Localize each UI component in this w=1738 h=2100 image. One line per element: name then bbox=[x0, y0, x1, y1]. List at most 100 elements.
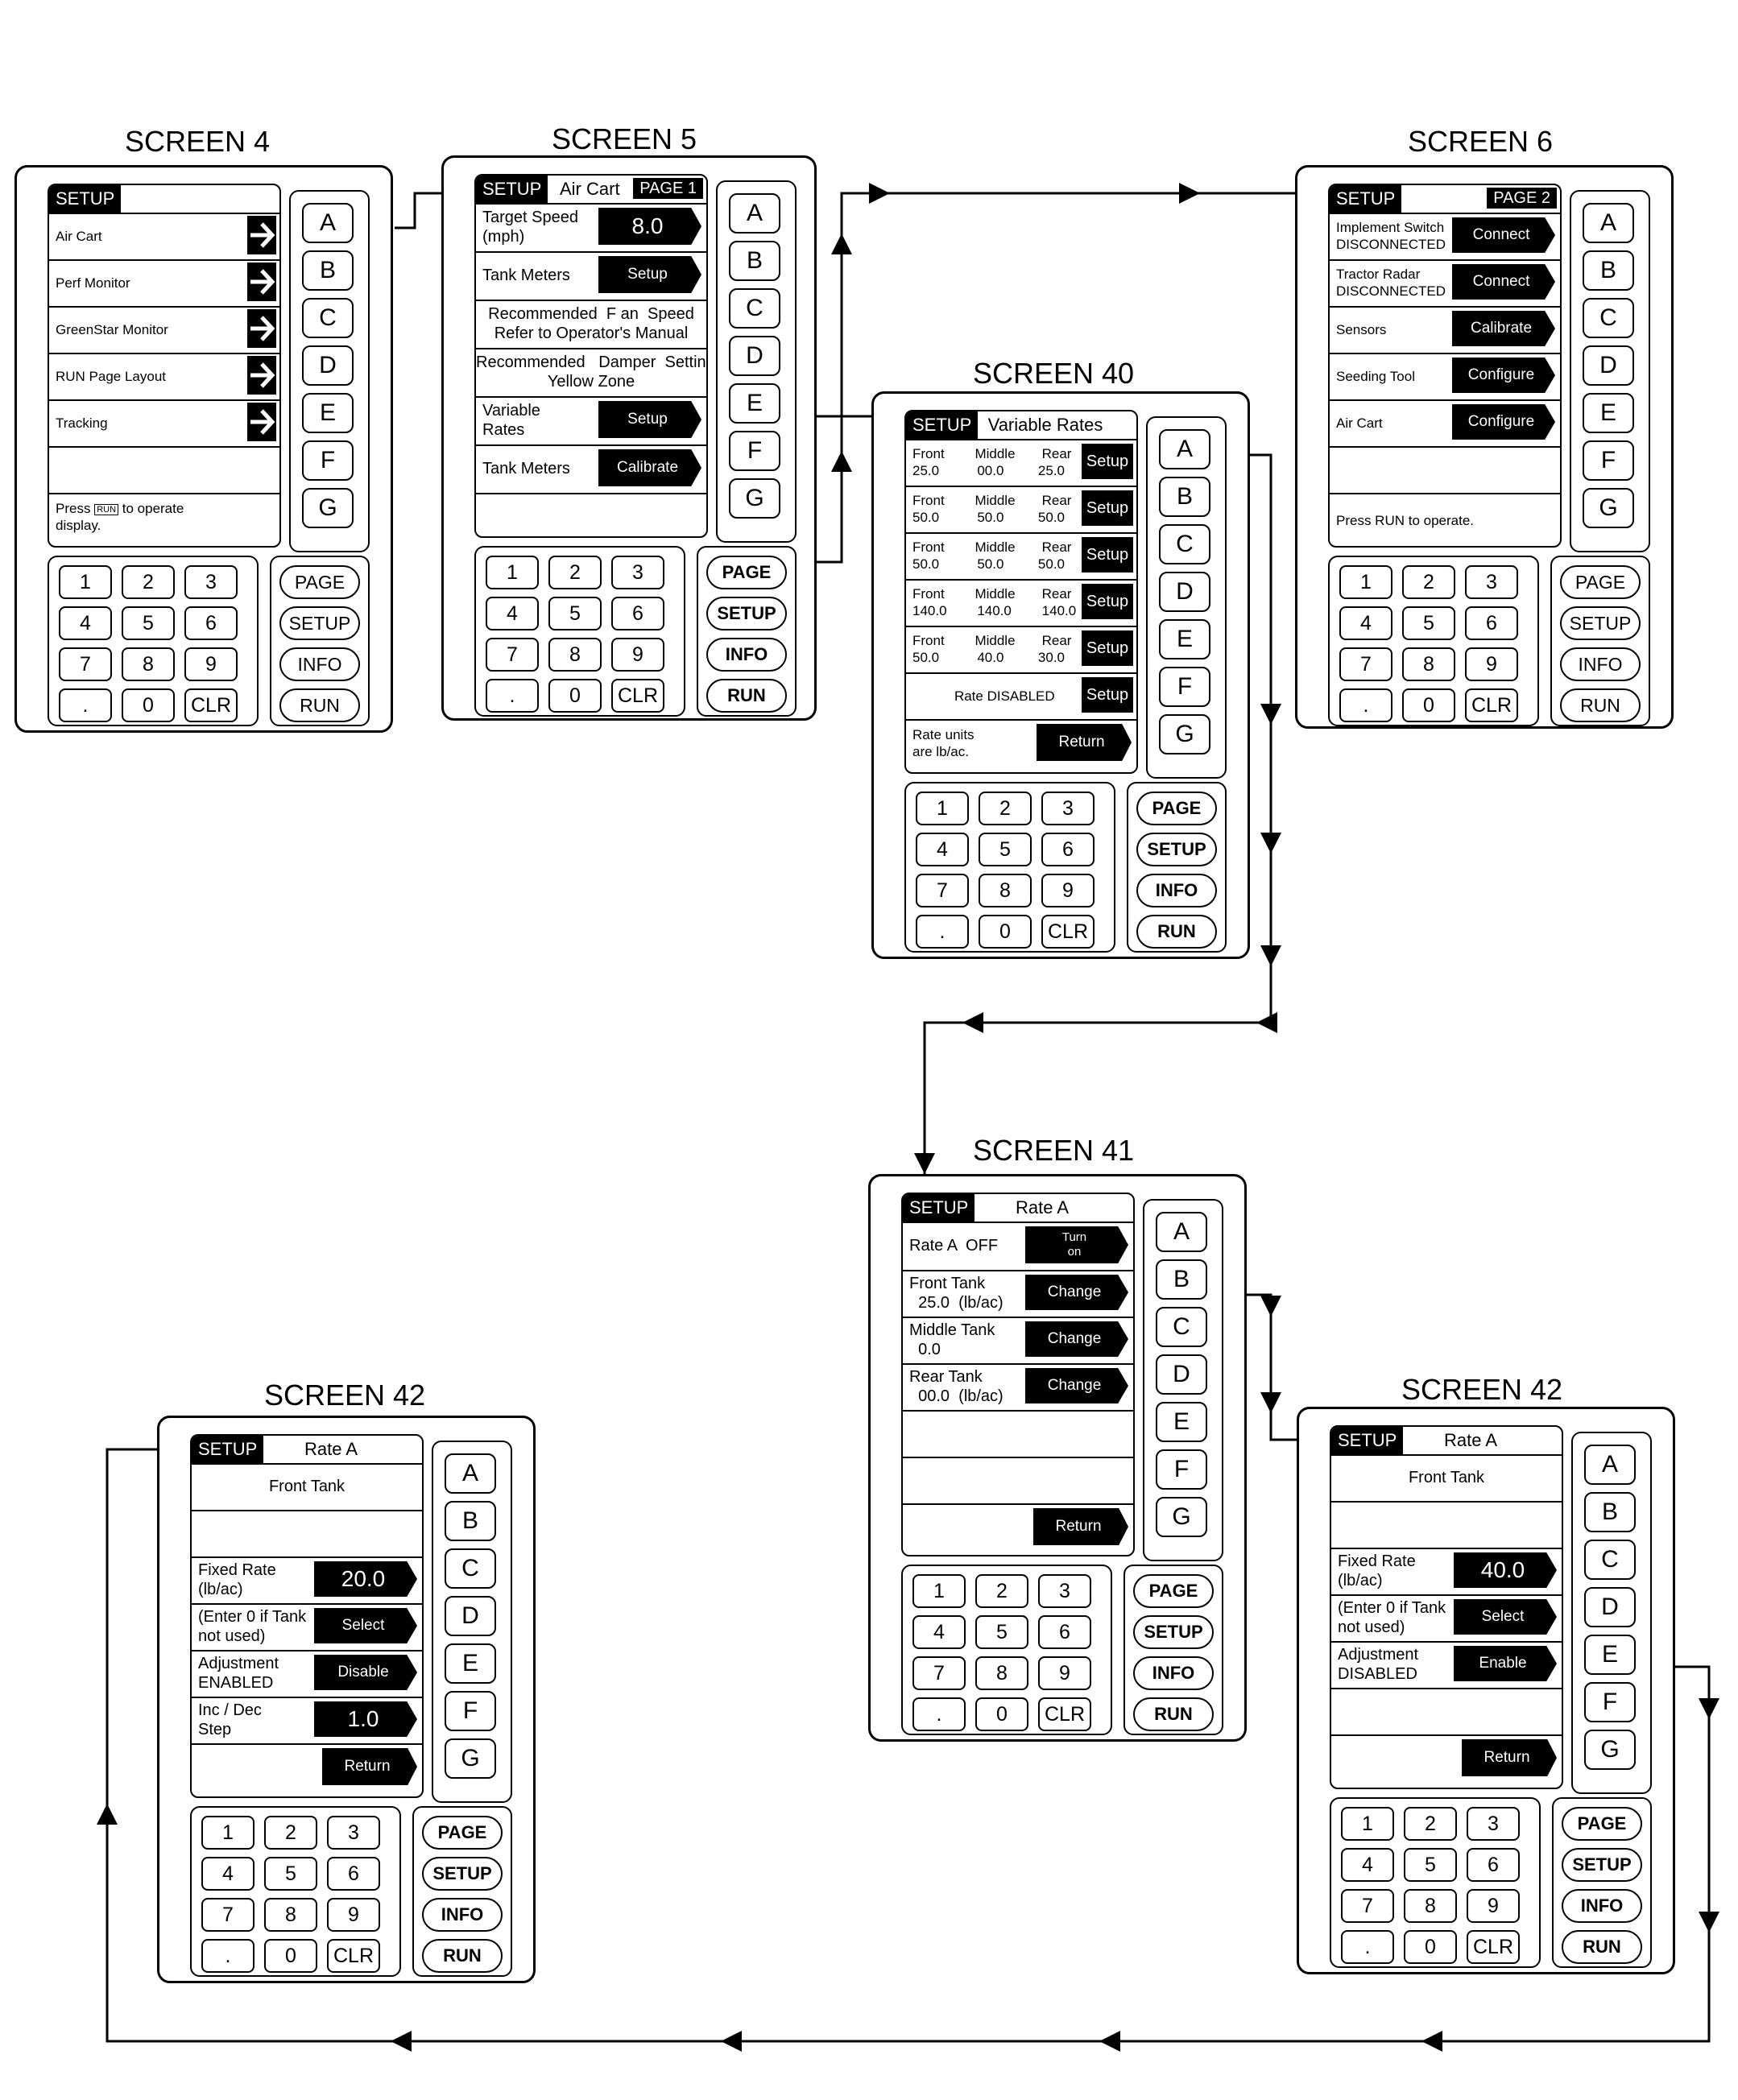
numpad-key-8[interactable]: 8 bbox=[1404, 1889, 1457, 1923]
numpad-key-0[interactable]: 0 bbox=[975, 1697, 1028, 1731]
softkey-action-setup[interactable]: Setup bbox=[1082, 677, 1133, 713]
numpad-key-6[interactable]: 6 bbox=[1465, 606, 1518, 640]
softkey-a[interactable]: A bbox=[1159, 429, 1210, 469]
softkey-c[interactable]: C bbox=[445, 1548, 496, 1589]
numpad-key-clr[interactable]: CLR bbox=[327, 1939, 380, 1973]
numpad-key-dot[interactable]: . bbox=[59, 688, 112, 722]
numpad-key-dot[interactable]: . bbox=[486, 679, 539, 713]
numpad-key-5[interactable]: 5 bbox=[122, 606, 175, 640]
op-key-setup[interactable]: SETUP bbox=[279, 606, 360, 640]
numpad-key-0[interactable]: 0 bbox=[1404, 1930, 1457, 1964]
numpad-key-3[interactable]: 3 bbox=[1467, 1807, 1520, 1841]
numpad-key-8[interactable]: 8 bbox=[979, 874, 1032, 907]
softkey-action-1-0[interactable]: 1.0 bbox=[314, 1701, 417, 1737]
numpad-key-2[interactable]: 2 bbox=[1404, 1807, 1457, 1841]
op-key-run[interactable]: RUN bbox=[422, 1939, 503, 1973]
op-key-run[interactable]: RUN bbox=[1560, 688, 1641, 722]
numpad-key-3[interactable]: 3 bbox=[1465, 565, 1518, 599]
numpad-key-7[interactable]: 7 bbox=[1339, 647, 1392, 681]
softkey-action-return[interactable]: Return bbox=[1037, 724, 1132, 761]
numpad-key-3[interactable]: 3 bbox=[611, 556, 664, 589]
softkey-action-disable[interactable]: Disable bbox=[314, 1655, 417, 1690]
softkey-f[interactable]: F bbox=[729, 431, 780, 471]
softkey-g[interactable]: G bbox=[445, 1738, 496, 1779]
op-key-setup[interactable]: SETUP bbox=[1560, 606, 1641, 640]
numpad-key-3[interactable]: 3 bbox=[1038, 1574, 1091, 1608]
numpad-key-5[interactable]: 5 bbox=[548, 597, 602, 630]
softkey-b[interactable]: B bbox=[1156, 1259, 1207, 1300]
softkey-action-setup[interactable]: Setup bbox=[1082, 584, 1133, 619]
softkey-f[interactable]: F bbox=[302, 440, 354, 481]
op-key-page[interactable]: PAGE bbox=[1136, 792, 1217, 825]
softkey-a[interactable]: A bbox=[1156, 1212, 1207, 1252]
arrow-right-icon[interactable] bbox=[247, 262, 276, 301]
numpad-key-6[interactable]: 6 bbox=[327, 1857, 380, 1891]
numpad-key-9[interactable]: 9 bbox=[1467, 1889, 1520, 1923]
softkey-action-change[interactable]: Change bbox=[1025, 1321, 1128, 1357]
softkey-c[interactable]: C bbox=[1156, 1307, 1207, 1347]
arrow-right-icon[interactable] bbox=[247, 356, 276, 395]
numpad-key-clr[interactable]: CLR bbox=[184, 688, 238, 722]
softkey-a[interactable]: A bbox=[445, 1453, 496, 1494]
numpad-key-2[interactable]: 2 bbox=[1402, 565, 1455, 599]
op-key-page[interactable]: PAGE bbox=[1133, 1574, 1214, 1608]
softkey-a[interactable]: A bbox=[729, 193, 780, 234]
op-key-info[interactable]: INFO bbox=[279, 647, 360, 681]
softkey-action-enable[interactable]: Enable bbox=[1454, 1646, 1557, 1681]
numpad-key-9[interactable]: 9 bbox=[1465, 647, 1518, 681]
numpad-key-dot[interactable]: . bbox=[1339, 688, 1392, 722]
softkey-action-setup[interactable]: Setup bbox=[1082, 490, 1133, 526]
numpad-key-2[interactable]: 2 bbox=[975, 1574, 1028, 1608]
softkey-action-select[interactable]: Select bbox=[1454, 1599, 1557, 1635]
op-key-page[interactable]: PAGE bbox=[422, 1816, 503, 1850]
numpad-key-clr[interactable]: CLR bbox=[1465, 688, 1518, 722]
numpad-key-4[interactable]: 4 bbox=[1339, 606, 1392, 640]
numpad-key-dot[interactable]: . bbox=[1341, 1930, 1394, 1964]
softkey-d[interactable]: D bbox=[1156, 1354, 1207, 1395]
softkey-action-change[interactable]: Change bbox=[1025, 1275, 1128, 1310]
numpad-key-4[interactable]: 4 bbox=[59, 606, 112, 640]
softkey-d[interactable]: D bbox=[729, 336, 780, 376]
numpad-key-0[interactable]: 0 bbox=[1402, 688, 1455, 722]
op-key-info[interactable]: INFO bbox=[1133, 1656, 1214, 1690]
softkey-b[interactable]: B bbox=[1583, 250, 1634, 291]
softkey-c[interactable]: C bbox=[729, 288, 780, 329]
numpad-key-8[interactable]: 8 bbox=[264, 1898, 317, 1932]
op-key-setup[interactable]: SETUP bbox=[422, 1857, 503, 1891]
softkey-action-select[interactable]: Select bbox=[314, 1608, 417, 1643]
numpad-key-2[interactable]: 2 bbox=[264, 1816, 317, 1850]
numpad-key-0[interactable]: 0 bbox=[264, 1939, 317, 1973]
softkey-action-setup[interactable]: Setup bbox=[598, 401, 701, 438]
op-key-info[interactable]: INFO bbox=[706, 638, 787, 672]
op-key-setup[interactable]: SETUP bbox=[706, 597, 787, 630]
numpad-key-8[interactable]: 8 bbox=[122, 647, 175, 681]
numpad-key-6[interactable]: 6 bbox=[611, 597, 664, 630]
softkey-g[interactable]: G bbox=[1583, 488, 1634, 528]
softkey-f[interactable]: F bbox=[1583, 440, 1634, 481]
arrow-right-icon[interactable] bbox=[247, 309, 276, 348]
op-key-page[interactable]: PAGE bbox=[1560, 565, 1641, 599]
softkey-action-setup[interactable]: Setup bbox=[598, 256, 701, 293]
numpad-key-8[interactable]: 8 bbox=[975, 1656, 1028, 1690]
softkey-action-8-0[interactable]: 8.0 bbox=[598, 208, 701, 245]
softkey-action-setup[interactable]: Setup bbox=[1082, 444, 1133, 479]
numpad-key-1[interactable]: 1 bbox=[912, 1574, 966, 1608]
softkey-b[interactable]: B bbox=[445, 1501, 496, 1541]
softkey-e[interactable]: E bbox=[1156, 1402, 1207, 1442]
numpad-key-5[interactable]: 5 bbox=[1402, 606, 1455, 640]
op-key-setup[interactable]: SETUP bbox=[1136, 833, 1217, 866]
numpad-key-0[interactable]: 0 bbox=[979, 915, 1032, 949]
numpad-key-4[interactable]: 4 bbox=[201, 1857, 254, 1891]
op-key-info[interactable]: INFO bbox=[1560, 647, 1641, 681]
numpad-key-4[interactable]: 4 bbox=[1341, 1848, 1394, 1882]
op-key-run[interactable]: RUN bbox=[279, 688, 360, 722]
numpad-key-4[interactable]: 4 bbox=[912, 1615, 966, 1649]
numpad-key-dot[interactable]: . bbox=[201, 1939, 254, 1973]
softkey-e[interactable]: E bbox=[302, 393, 354, 433]
softkey-g[interactable]: G bbox=[1156, 1497, 1207, 1537]
softkey-a[interactable]: A bbox=[1584, 1445, 1636, 1485]
numpad-key-3[interactable]: 3 bbox=[1041, 792, 1095, 825]
softkey-action-return[interactable]: Return bbox=[1462, 1739, 1557, 1776]
softkey-f[interactable]: F bbox=[1159, 667, 1210, 707]
softkey-f[interactable]: F bbox=[445, 1691, 496, 1731]
